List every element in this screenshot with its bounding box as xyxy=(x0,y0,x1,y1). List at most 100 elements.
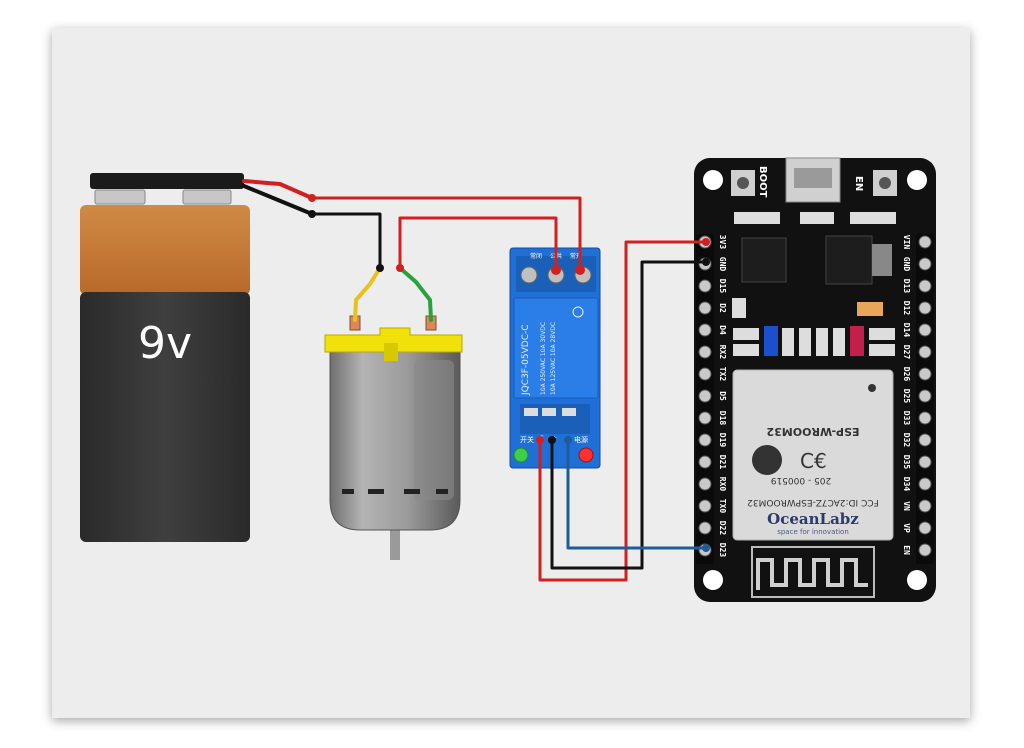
wire-relay-to-motor xyxy=(398,216,558,270)
pin-hole-left-d21 xyxy=(698,455,712,469)
motor-body-panel xyxy=(414,360,454,500)
motor-mark xyxy=(368,489,384,494)
pin-hole-right-vp xyxy=(918,521,932,535)
battery-lead-red xyxy=(242,179,314,200)
pin-hole-left-tx0 xyxy=(698,499,712,513)
right-pin-holes xyxy=(918,235,932,557)
motor-mark xyxy=(436,489,448,494)
pin-hole-right-en xyxy=(918,543,932,557)
boot-button-cap xyxy=(737,177,749,189)
pin-hole-right-vn xyxy=(918,499,932,513)
module-model: ESP-WROOM32 xyxy=(767,425,860,438)
wire-esp32-gnd-to-relay-gnd xyxy=(550,260,708,570)
module-brand: OceanLabz xyxy=(767,510,859,528)
pin-hole-right-d26 xyxy=(918,367,932,381)
relay-led-label-power: 电源 xyxy=(574,435,588,444)
pin-hole-left-d18 xyxy=(698,411,712,425)
pin-label-right-en: EN xyxy=(902,545,911,555)
motor-lead-green xyxy=(398,266,433,322)
relay-status-led-green xyxy=(513,447,529,463)
voltage-regulator xyxy=(825,235,873,285)
right-pin-header: VINGNDD13D12D14D27D26D25D33D32D35D34VNVP… xyxy=(902,234,934,564)
pin-label-right-d13: D13 xyxy=(902,279,911,294)
battery-body xyxy=(80,292,250,542)
pin-label-right-d27: D27 xyxy=(902,345,911,360)
smd-component xyxy=(869,344,895,356)
pin-label-left-3v3: 3V3 xyxy=(718,235,727,250)
smd-component xyxy=(869,328,895,340)
smd-component xyxy=(733,344,759,356)
pin-hole-left-rx0 xyxy=(698,477,712,491)
wire-endpoint xyxy=(308,210,316,218)
pin-hole-right-d35 xyxy=(918,455,932,469)
wire-battery-negative-to-motor xyxy=(310,212,382,270)
pin-label-left-d19: D19 xyxy=(718,433,727,448)
wire-junction xyxy=(376,264,384,272)
relay-terminal-label: 常闭 xyxy=(530,252,542,260)
battery-9v: 9v xyxy=(80,173,250,542)
smd-component xyxy=(733,328,759,340)
pin-label-right-d33: D33 xyxy=(902,411,911,426)
motor-cap-tab xyxy=(384,343,398,361)
relay-terminal-label: 常开 xyxy=(570,252,582,260)
module-fcc-id: FCC ID:2AC7Z-ESPWROOM32 xyxy=(747,497,879,507)
pin-label-right-d35: D35 xyxy=(902,455,911,470)
pin-hole-right-gnd xyxy=(918,257,932,271)
mounting-hole xyxy=(703,170,723,190)
pin-label-right-d32: D32 xyxy=(902,433,911,448)
pin-label-right-vp: VP xyxy=(902,523,911,533)
pin-hole-left-tx2 xyxy=(698,367,712,381)
pin-label-right-d14: D14 xyxy=(902,323,911,338)
relay-power-led-red xyxy=(578,447,594,463)
wire-endpoint xyxy=(702,258,710,266)
pin-label-left-d23: D23 xyxy=(718,543,727,558)
pin-label-left-rx2: RX2 xyxy=(718,345,727,360)
wire-endpoint xyxy=(575,265,585,275)
pin-label-left-gnd: GND xyxy=(718,257,727,272)
relay-module: 常闭 公共 常开 JQC3F-05VDC-C 10A 250VAC 10A 30… xyxy=(509,247,601,469)
wire-endpoints xyxy=(308,194,710,552)
relay-rating: 10A 250VAC 10A 30VDC xyxy=(540,322,547,395)
relay-led-label-switch: 开关 xyxy=(520,435,534,444)
pcb-antenna xyxy=(751,546,875,598)
smd-resistor-row xyxy=(733,328,895,356)
pin-label-left-d2: D2 xyxy=(718,303,727,313)
battery-label: 9v xyxy=(138,318,192,369)
pin-label-left-d15: D15 xyxy=(718,279,727,294)
relay-rating: 10A 125VAC 10A 28VDC xyxy=(550,322,557,395)
en-label: EN xyxy=(853,176,864,191)
pin-label-left-d22: D22 xyxy=(718,521,727,536)
pin-hole-left-rx2 xyxy=(698,345,712,359)
wire-endpoint xyxy=(702,544,710,552)
module-pin1-dot xyxy=(868,384,876,392)
smd-component xyxy=(816,328,828,356)
pin-label-left-tx2: TX2 xyxy=(718,367,727,382)
wire-junction xyxy=(396,264,404,272)
pin-label-right-d25: D25 xyxy=(902,389,911,404)
pin-label-right-d26: D26 xyxy=(902,367,911,382)
motor-mark xyxy=(342,489,354,494)
pin-label-right-gnd: GND xyxy=(902,257,911,272)
pin-label-left-tx0: TX0 xyxy=(718,499,727,514)
motor-mark xyxy=(404,489,420,494)
smd-component xyxy=(800,212,834,224)
motor-lead-yellow xyxy=(353,266,382,322)
pin-hole-left-d4 xyxy=(698,323,712,337)
esp32-board: BOOT EN FCC ID:2AC7Z-ESPWROOM32 205 - 00… xyxy=(694,157,936,602)
pin-hole-left-d19 xyxy=(698,433,712,447)
pin-hole-right-d34 xyxy=(918,477,932,491)
pin-hole-right-d14 xyxy=(918,323,932,337)
battery-lead-black xyxy=(242,184,314,216)
left-pin-labels: 3V3GNDD15D2D4RX2TX2D5D18D19D21RX0TX0D22D… xyxy=(718,235,727,558)
pin-hole-left-d15 xyxy=(698,279,712,293)
pin-hole-right-d27 xyxy=(918,345,932,359)
ce-mark-icon: C€ xyxy=(800,449,827,473)
usb-port-opening xyxy=(794,168,832,188)
mounting-hole xyxy=(907,170,927,190)
right-pin-labels: VINGNDD13D12D14D27D26D25D33D32D35D34VNVP… xyxy=(902,235,911,555)
pin-hole-left-d5 xyxy=(698,389,712,403)
wires xyxy=(242,179,708,582)
pin-label-right-vin: VIN xyxy=(902,235,911,250)
smd-component xyxy=(850,212,896,224)
motor-shaft xyxy=(390,530,400,560)
